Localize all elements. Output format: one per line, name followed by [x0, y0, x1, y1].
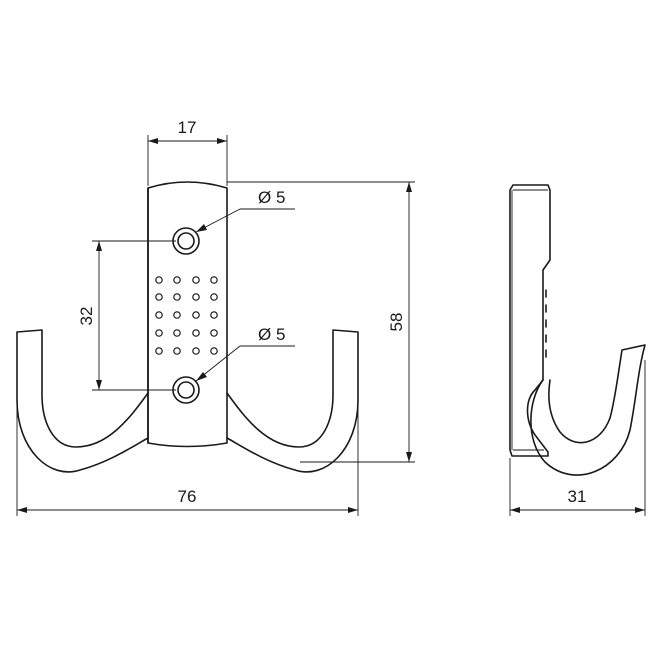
decorative-dot: [192, 329, 200, 337]
side-view: [509, 184, 646, 476]
dimension-hole-spacing: 32: [77, 240, 176, 391]
decorative-dot: [155, 347, 163, 355]
decorative-dot: [173, 276, 181, 284]
decorative-dot: [192, 311, 200, 319]
decorative-dot: [210, 276, 218, 284]
front-view: [16, 181, 359, 473]
dimension-height-label: 58: [387, 313, 406, 332]
decorative-dot: [155, 276, 163, 284]
backplate: [147, 181, 228, 448]
decorative-dot: [173, 347, 181, 355]
callout-hole-top-label: Ø 5: [258, 188, 285, 207]
top-screw-hole: [172, 227, 200, 255]
decorative-dot: [173, 293, 181, 301]
decorative-dot: [192, 293, 200, 301]
callout-hole-bottom-label: Ø 5: [258, 325, 285, 344]
side-hook: [530, 344, 646, 476]
callout-hole-bottom: Ø 5: [195, 325, 295, 382]
left-hook: [16, 329, 149, 473]
decorative-dot: [155, 329, 163, 337]
side-plate: [509, 184, 551, 457]
decorative-dot: [192, 276, 200, 284]
bottom-screw-hole: [172, 376, 200, 404]
decorative-dot: [192, 347, 200, 355]
dimension-plate-width-label: 17: [178, 118, 197, 137]
right-hook: [226, 329, 359, 473]
decorative-dot: [155, 293, 163, 301]
dimension-depth-label: 31: [568, 487, 587, 506]
decorative-dot: [155, 311, 163, 319]
decorative-dot: [173, 311, 181, 319]
dimension-hole-spacing-label: 32: [77, 307, 96, 326]
decorative-dot: [173, 329, 181, 337]
dimension-total-width-label: 76: [178, 487, 197, 506]
dimension-height: 58: [227, 181, 415, 463]
decorative-dot: [210, 311, 218, 319]
callout-hole-top: Ø 5: [195, 188, 295, 233]
decorative-dot: [210, 347, 218, 355]
decorative-dot: [210, 293, 218, 301]
decorative-dot-grid: [155, 276, 218, 355]
dimension-total-width: 76: [16, 405, 359, 516]
decorative-dot: [210, 329, 218, 337]
dimension-plate-width: 17: [147, 118, 228, 186]
dimension-depth: 31: [509, 360, 646, 516]
side-plate-inner: [511, 189, 548, 451]
